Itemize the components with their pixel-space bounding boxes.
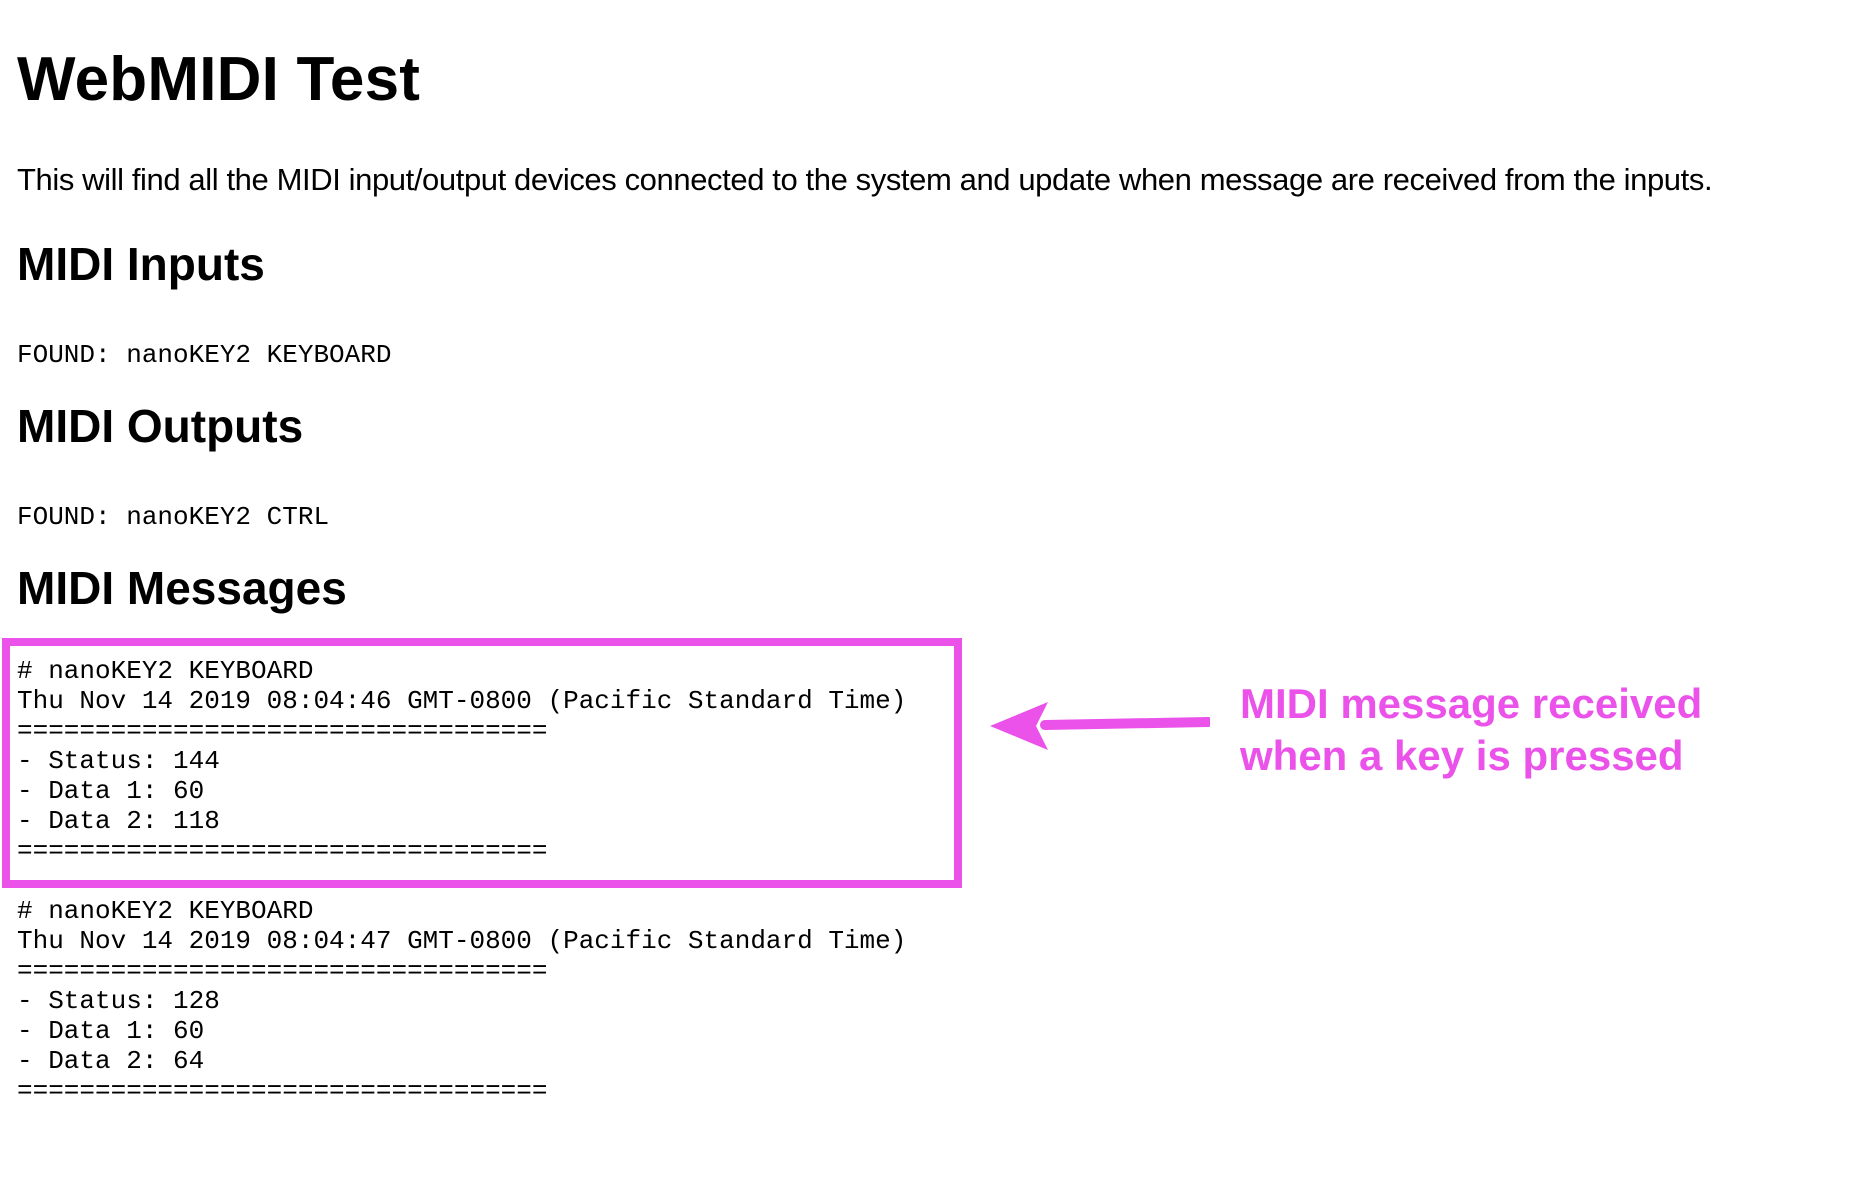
- midi-message: # nanoKEY2 KEYBOARD Thu Nov 14 2019 08:0…: [17, 896, 1837, 1106]
- midi-message-separator: ==================================: [17, 836, 548, 866]
- page-title: WebMIDI Test: [17, 45, 421, 114]
- midi-outputs-heading: MIDI Outputs: [17, 400, 304, 452]
- midi-output-found: FOUND: nanoKEY2 CTRL: [17, 502, 330, 532]
- midi-message-timestamp: Thu Nov 14 2019 08:04:47 GMT-0800 (Pacif…: [17, 926, 907, 956]
- midi-message-status: - Status: 128: [17, 986, 220, 1016]
- midi-messages-heading: MIDI Messages: [17, 562, 347, 614]
- midi-message-separator: ==================================: [17, 1076, 548, 1106]
- page-description: This will find all the MIDI input/output…: [17, 162, 1713, 197]
- midi-message-timestamp: Thu Nov 14 2019 08:04:46 GMT-0800 (Pacif…: [17, 686, 907, 716]
- annotation-callout-line2: when a key is pressed: [1240, 732, 1684, 779]
- midi-inputs-heading: MIDI Inputs: [17, 238, 265, 290]
- annotation-arrow-icon: [990, 702, 1210, 750]
- midi-message-device: # nanoKEY2 KEYBOARD: [17, 896, 314, 926]
- page-content: WebMIDI Test This will find all the MIDI…: [17, 40, 1837, 1106]
- midi-message-data2: - Data 2: 64: [17, 1046, 205, 1076]
- midi-message-separator: ==================================: [17, 956, 548, 986]
- midi-message-separator: ==================================: [17, 716, 548, 746]
- midi-messages-log: # nanoKEY2 KEYBOARD Thu Nov 14 2019 08:0…: [17, 656, 1837, 1106]
- midi-input-found: FOUND: nanoKEY2 KEYBOARD: [17, 340, 392, 370]
- midi-message-data2: - Data 2: 118: [17, 806, 220, 836]
- annotation-callout-line1: MIDI message received: [1240, 680, 1703, 727]
- midi-message-data1: - Data 1: 60: [17, 776, 205, 806]
- midi-message: # nanoKEY2 KEYBOARD Thu Nov 14 2019 08:0…: [17, 656, 1837, 866]
- annotation-callout: MIDI message received when a key is pres…: [1240, 678, 1800, 782]
- midi-message-device: # nanoKEY2 KEYBOARD: [17, 656, 314, 686]
- midi-message-data1: - Data 1: 60: [17, 1016, 205, 1046]
- midi-message-status: - Status: 144: [17, 746, 220, 776]
